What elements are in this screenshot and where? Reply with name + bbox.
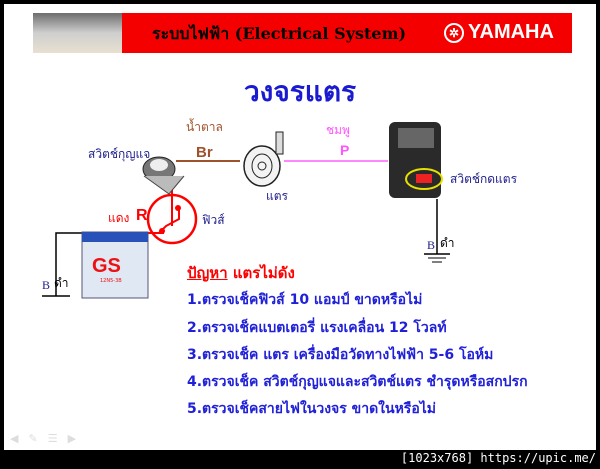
header-illustration [33, 13, 122, 53]
problem-label: ปัญหา [187, 264, 228, 282]
pen-icon[interactable]: ✎ [28, 432, 38, 445]
battery-brand: GS [92, 255, 121, 277]
battery-model: 12N5-3B [100, 278, 122, 284]
check-item: 3.ตรวจเช็ค แตร เครื่องมือวัดทางไฟฟ้า 5-6… [187, 347, 494, 363]
ground-right-label: ดำ [440, 236, 455, 250]
watermark: [1023x768] https://upic.me/ [400, 451, 596, 465]
key-switch-label: สวิตช์กุญแจ [88, 147, 151, 161]
check-item: 2.ตรวจเช็คแบตเตอรี่ แรงเคลื่อน 12 โวลท์ [187, 320, 447, 336]
ground-left-code: B [42, 278, 51, 292]
key-switch-icon [142, 156, 185, 195]
ground-wire-left [55, 232, 82, 296]
horn-icon [243, 131, 284, 187]
arrow-left-icon[interactable]: ◀ [10, 432, 19, 445]
check-item: 5.ตรวจเช็คสายไฟในวงจร ขาดในหรือไม่ [187, 401, 437, 417]
arrow-right-icon[interactable]: ▶ [67, 432, 77, 445]
menu-icon[interactable]: ☰ [47, 432, 58, 445]
fuse-label: ฟิวส์ [202, 213, 225, 227]
slide: ระบบไฟฟ้า (Electrical System) ✲YAMAHA วง… [4, 4, 596, 450]
red-wire-code: R [136, 207, 148, 224]
slide-nav: ◀ ✎ ☰ ▶ [10, 432, 76, 445]
header-title: ระบบไฟฟ้า (Electrical System) [152, 24, 407, 43]
header-band: ระบบไฟฟ้า (Electrical System) ✲YAMAHA [122, 13, 572, 53]
horn-label: แตร [266, 189, 288, 203]
brown-wire-code: Br [196, 144, 213, 161]
problem-heading: ปัญหา แตรไม่ดัง [187, 261, 295, 285]
pink-wire-code: P [340, 142, 350, 158]
fuse-symbol [146, 193, 198, 245]
yamaha-logo: ✲YAMAHA [444, 21, 554, 44]
ground-left-label: ดำ [54, 276, 69, 290]
page-title: วงจรแตร [243, 75, 357, 108]
red-wire-label-thai: แดง [108, 211, 130, 225]
ground-right-code: B [427, 238, 436, 252]
check-item: 1.ตรวจเช็คฟิวส์ 10 แอมป์ ขาดหรือไม่ [187, 292, 423, 308]
check-item: 4.ตรวจเช็ค สวิตช์กุญแจและสวิตช์แตร ชำรุด… [187, 374, 528, 390]
pink-wire-label-thai: ชมพู [326, 123, 350, 137]
handlebar-switch-icon [389, 122, 443, 198]
brand-name: YAMAHA [468, 21, 554, 43]
tuning-fork-icon: ✲ [444, 22, 464, 43]
brown-wire-label-thai: น้ำตาล [186, 120, 223, 134]
horn-switch-label: สวิตช์กดแตร [450, 172, 518, 186]
problem-title: แตรไม่ดัง [232, 264, 295, 282]
